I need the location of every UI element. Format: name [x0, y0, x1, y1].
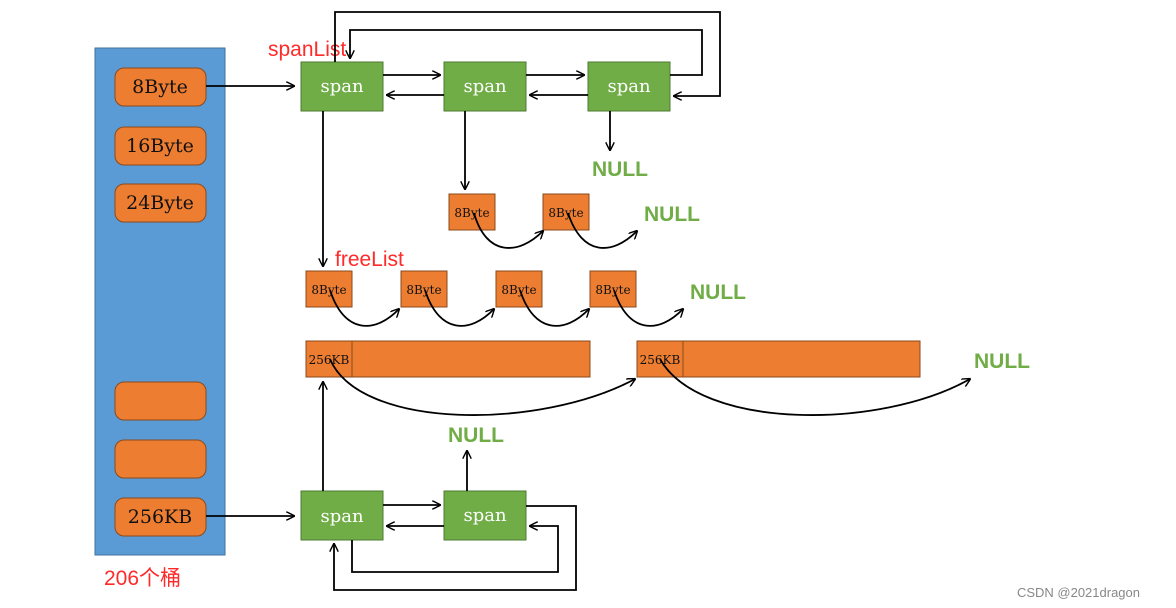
span-label: span: [607, 76, 650, 97]
bucket-16byte: 16Byte: [114, 126, 207, 166]
bucket-label: 8Byte: [132, 76, 188, 98]
chunk-8byte: 8Byte: [542, 193, 590, 231]
arrow: [334, 11, 721, 96]
arrow: [519, 289, 589, 327]
chunk-label: 8Byte: [454, 206, 489, 220]
watermark: CSDN @2021dragon: [1017, 585, 1140, 600]
chunk-256kb: 256KB: [305, 340, 591, 378]
chunk-label: 8Byte: [311, 283, 346, 297]
span-label: span: [463, 76, 506, 97]
arrows: [206, 11, 970, 591]
arrow: [334, 505, 577, 591]
span-node-1: span: [300, 61, 384, 112]
span-node-2: span: [443, 61, 527, 112]
null-label: NULL: [974, 350, 1030, 373]
null-label: NULL: [448, 424, 504, 447]
arrow: [659, 358, 970, 416]
bucket-empty-2: [114, 439, 207, 479]
arrow: [613, 289, 683, 327]
chunk-8byte: 8Byte: [305, 270, 353, 308]
span-node-5: span: [443, 490, 527, 541]
bucket-count-label: 206个桶: [104, 567, 181, 590]
arrow: [473, 212, 543, 249]
bucket-empty-1: [114, 381, 207, 421]
bucket-label: 24Byte: [126, 192, 194, 214]
bucket-label: 256KB: [128, 506, 192, 528]
arrow: [424, 289, 494, 327]
null-label: NULL: [690, 281, 746, 304]
bucket-label: 16Byte: [126, 135, 194, 157]
chunk-label: 8Byte: [406, 283, 441, 297]
span-label: span: [320, 76, 363, 97]
chunk-8byte: 8Byte: [495, 270, 543, 308]
arrow: [567, 212, 637, 249]
span-node-4: span: [300, 490, 384, 541]
arrow: [351, 526, 559, 573]
bucket-256kb: 256KB: [114, 497, 207, 537]
chunk-8byte: 8Byte: [400, 270, 448, 308]
arrow: [329, 289, 399, 327]
chunk-8byte: 8Byte: [448, 193, 496, 231]
chunk-8byte: 8Byte: [589, 270, 637, 308]
free-list-label: freeList: [335, 248, 404, 271]
span-label: span: [320, 506, 363, 527]
chunk-label: 256KB: [309, 353, 350, 367]
null-label: NULL: [644, 203, 700, 226]
arrow: [329, 358, 635, 416]
chunk-label: 8Byte: [501, 283, 536, 297]
chunk-label: 8Byte: [595, 283, 630, 297]
bucket-8byte: 8Byte: [114, 67, 207, 107]
bucket-array: [94, 47, 226, 556]
span-list-label: spanList: [268, 38, 346, 61]
arrow: [350, 29, 703, 76]
bucket-24byte: 24Byte: [114, 183, 207, 223]
chunk-label: 8Byte: [548, 206, 583, 220]
null-label: NULL: [592, 158, 648, 181]
span-node-3: span: [587, 61, 671, 112]
span-label: span: [463, 505, 506, 526]
chunk-256kb: 256KB: [636, 340, 921, 378]
